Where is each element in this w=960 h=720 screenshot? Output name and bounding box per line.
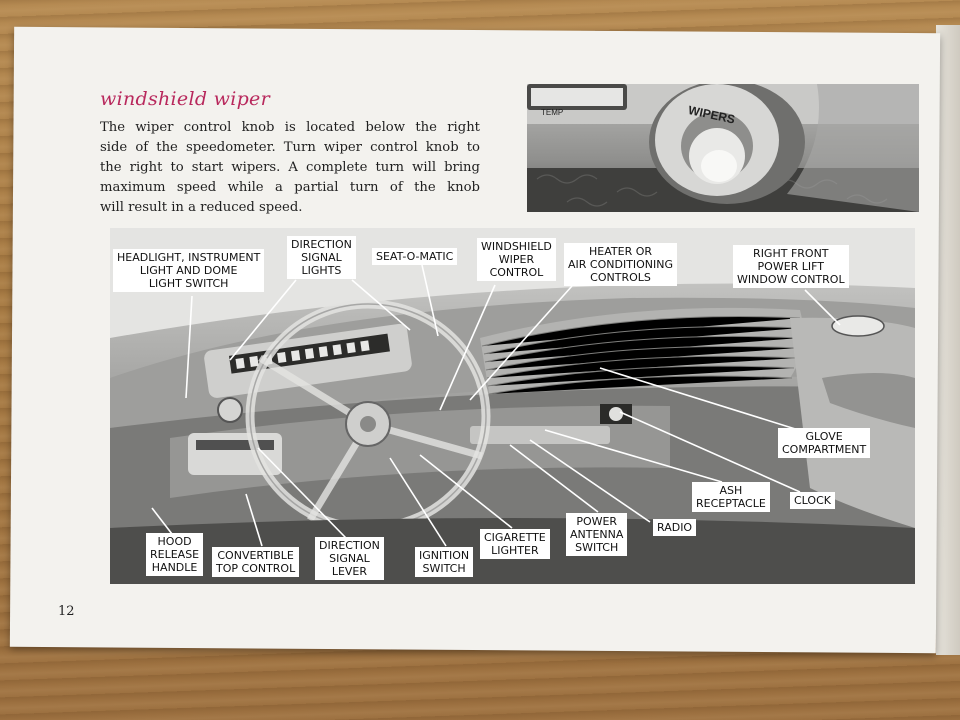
leader-signal-lights-right xyxy=(351,279,411,331)
paragraph-line: The wiper control knob is located below … xyxy=(100,120,480,135)
callout-line: HOOD xyxy=(157,535,192,548)
callout-line: HEATER OR xyxy=(589,245,653,258)
temp-gauge-label: TEMP xyxy=(541,108,563,117)
leader-convertible xyxy=(245,493,263,547)
callout-windshield-wiper-control: WINDSHIELD WIPER CONTROL xyxy=(477,238,556,281)
leader-glove xyxy=(599,367,806,433)
section-title: windshield wiper xyxy=(100,88,270,110)
callout-line: POWER xyxy=(576,515,618,528)
callout-line: SWITCH xyxy=(575,541,619,554)
callout-power-antenna-switch: POWER ANTENNA SWITCH xyxy=(566,513,628,556)
callout-ash-receptacle: ASH RECEPTACLE xyxy=(692,482,770,512)
callout-direction-signal-lever: DIRECTION SIGNAL LEVER xyxy=(315,537,384,580)
callout-line: RELEASE xyxy=(150,548,200,561)
callout-line: RADIO xyxy=(657,521,693,534)
callout-radio: RADIO xyxy=(653,519,697,536)
callout-clock: CLOCK xyxy=(790,492,835,509)
paragraph-line: side of the speedometer. Turn wiper cont… xyxy=(100,140,480,155)
steering-wheel xyxy=(245,299,491,533)
callout-line: HANDLE xyxy=(151,561,198,574)
callout-hood-release-handle: HOOD RELEASE HANDLE xyxy=(146,533,204,576)
callout-line: LIGHTER xyxy=(491,544,539,557)
callout-line: WINDOW CONTROL xyxy=(737,273,845,286)
callout-headlight-switch: HEADLIGHT, INSTRUMENT LIGHT AND DOME LIG… xyxy=(113,249,265,292)
callout-line: LIGHT SWITCH xyxy=(148,277,229,290)
callout-line: HEADLIGHT, INSTRUMENT xyxy=(117,251,261,264)
leader-antenna xyxy=(509,444,599,513)
wiper-knob-illustration: TEMP WIPERS xyxy=(527,84,919,212)
wiper-knob-photo: TEMP WIPERS xyxy=(527,84,919,212)
callout-line: GLOVE xyxy=(805,430,843,443)
callout-line: DIRECTION xyxy=(319,539,380,552)
leader-lighter xyxy=(419,454,513,529)
leader-radio xyxy=(529,439,651,523)
dashboard-illustration xyxy=(110,228,915,584)
leader-signal-lights-left xyxy=(229,279,297,361)
callout-line: CONTROLS xyxy=(590,271,651,284)
callout-line: CONVERTIBLE xyxy=(217,549,294,562)
callout-line: POWER LIFT xyxy=(757,260,825,273)
callout-line: SIGNAL xyxy=(329,552,370,565)
leader-ash xyxy=(544,429,723,483)
paragraph-line: maximum speed while a partial turn of th… xyxy=(100,180,480,195)
glove-compartment-panel xyxy=(480,307,804,398)
callout-line: SIGNAL xyxy=(301,251,342,264)
callout-line: TOP CONTROL xyxy=(216,562,296,575)
callout-line: LIGHT AND DOME xyxy=(139,264,238,277)
paragraph-line: will result in a reduced speed. xyxy=(100,200,303,215)
leader-window-control xyxy=(804,289,841,326)
leader-clock xyxy=(619,411,801,493)
callout-line: WIPER xyxy=(498,253,535,266)
callout-line: COMPARTMENT xyxy=(782,443,867,456)
callout-line: CONTROL xyxy=(489,266,544,279)
callout-line: ANTENNA xyxy=(570,528,624,541)
callout-seat-o-matic: SEAT-O-MATIC xyxy=(372,248,458,265)
callout-line: RECEPTACLE xyxy=(696,497,766,510)
callout-heater-controls: HEATER OR AIR CONDITIONING CONTROLS xyxy=(564,243,678,286)
callout-line: LEVER xyxy=(331,565,368,578)
leader-hood xyxy=(151,507,173,535)
callout-direction-signal-lights: DIRECTION SIGNAL LIGHTS xyxy=(287,236,356,279)
callout-line: LIGHTS xyxy=(301,264,342,277)
next-page-edge xyxy=(936,25,960,655)
callout-line: AIR CONDITIONING xyxy=(568,258,674,271)
leader-seat-o-matic xyxy=(421,264,439,337)
callout-ignition-switch: IGNITION SWITCH xyxy=(415,547,474,577)
callout-line: CLOCK xyxy=(794,494,831,507)
paragraph-line: the right to start wipers. A complete tu… xyxy=(100,160,480,175)
callout-glove-compartment: GLOVE COMPARTMENT xyxy=(778,428,871,458)
leader-wiper-control xyxy=(439,284,496,411)
callout-line: SWITCH xyxy=(422,562,466,575)
callout-cigarette-lighter: CIGARETTE LIGHTER xyxy=(480,529,550,559)
callout-line: DIRECTION xyxy=(291,238,352,251)
leader-heater xyxy=(469,285,573,401)
leader-signal-lever xyxy=(257,447,347,539)
instruction-paragraph: The wiper control knob is located below … xyxy=(100,118,480,218)
page-number: 12 xyxy=(58,604,75,619)
callout-line: SEAT-O-MATIC xyxy=(376,250,454,263)
callout-line: ASH xyxy=(719,484,743,497)
callout-line: RIGHT FRONT xyxy=(753,247,829,260)
callout-line: WINDSHIELD xyxy=(481,240,552,253)
callout-right-front-window-control: RIGHT FRONT POWER LIFT WINDOW CONTROL xyxy=(733,245,849,288)
callout-convertible-top-control: CONVERTIBLE TOP CONTROL xyxy=(212,547,300,577)
callout-line: CIGARETTE xyxy=(484,531,546,544)
leader-headlight xyxy=(185,295,193,399)
leader-ignition xyxy=(389,457,447,547)
callout-line: IGNITION xyxy=(419,549,470,562)
